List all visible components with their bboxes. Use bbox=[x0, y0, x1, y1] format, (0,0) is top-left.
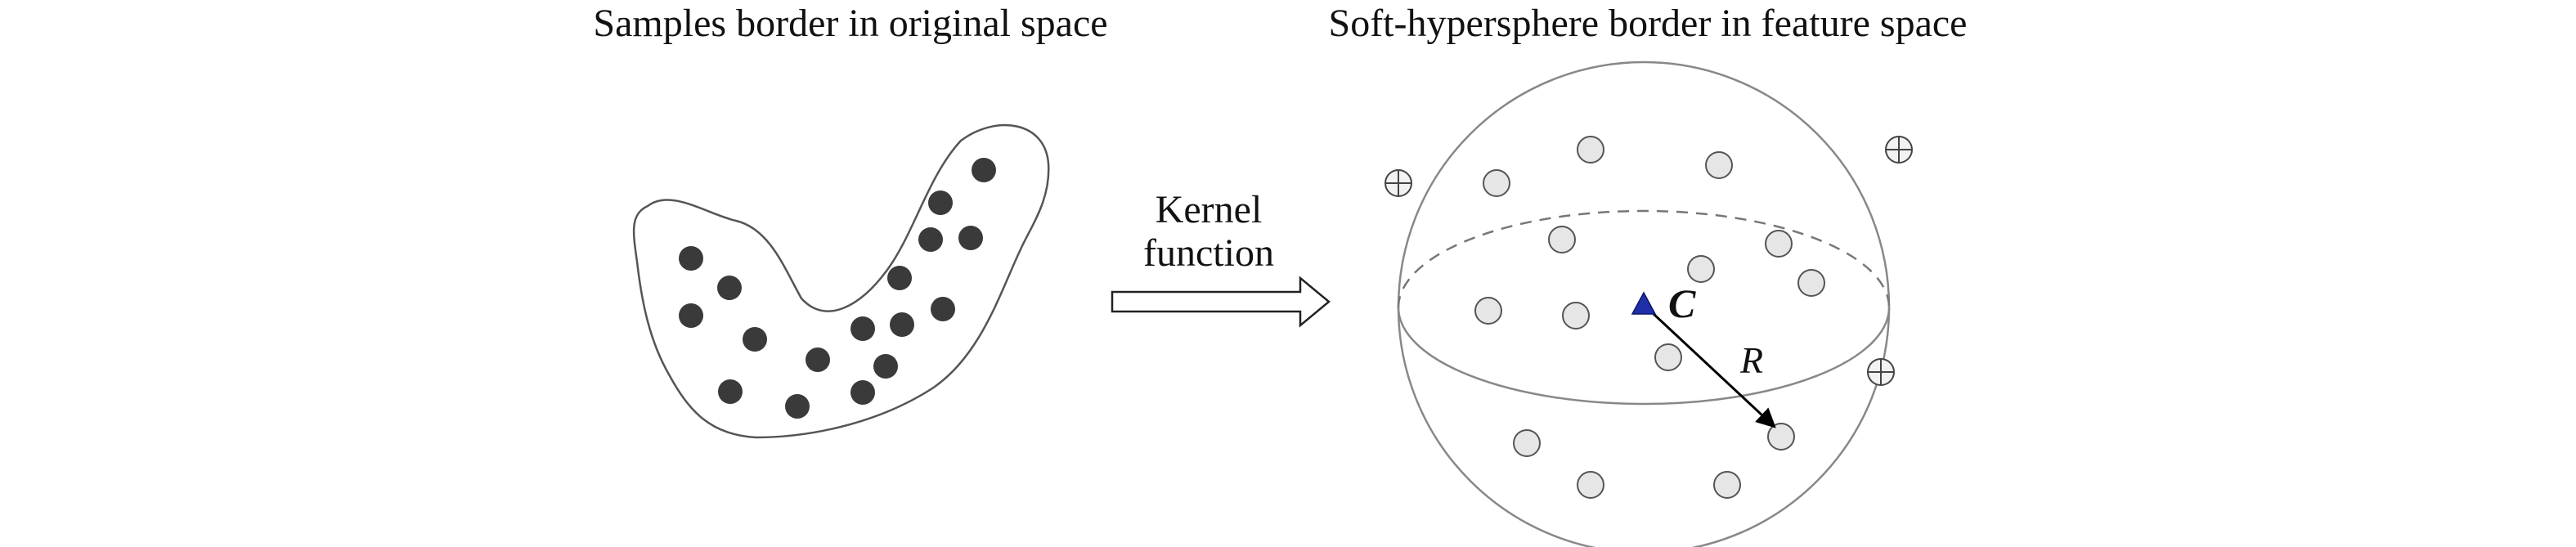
mapped-sample-dot bbox=[1577, 136, 1604, 164]
sample-dot bbox=[717, 276, 742, 300]
sample-dots bbox=[679, 158, 996, 419]
sample-dot bbox=[850, 380, 875, 405]
radius-label: R bbox=[1739, 339, 1763, 381]
sample-dot bbox=[679, 246, 703, 271]
mapped-sample-dot bbox=[1654, 343, 1682, 371]
kernel-label-line2: function bbox=[1143, 231, 1274, 275]
sample-dot bbox=[918, 227, 943, 252]
mapped-sample-dot bbox=[1713, 471, 1741, 499]
mapped-sample-dot bbox=[1474, 297, 1502, 325]
mapped-sample-dot bbox=[1767, 423, 1795, 451]
center-label: C bbox=[1668, 280, 1696, 326]
mapped-sample-dot bbox=[1513, 429, 1541, 457]
mapped-sample-dot bbox=[1562, 302, 1590, 330]
kernel-label-line1: Kernel bbox=[1156, 188, 1263, 231]
sample-border-blob bbox=[632, 123, 1050, 439]
sample-dot bbox=[931, 297, 955, 321]
mapped-sample-dot bbox=[1577, 471, 1604, 499]
mapped-sample-dot bbox=[1797, 269, 1825, 297]
mapped-sample-dot bbox=[1548, 226, 1576, 253]
hollow-arrow-icon bbox=[1111, 276, 1331, 328]
sample-dot bbox=[928, 191, 953, 215]
sample-dot bbox=[890, 312, 914, 337]
outlier-circled-plus-icon bbox=[1867, 358, 1895, 386]
outlier-circled-plus-icon bbox=[1885, 136, 1913, 164]
sphere-equator-front bbox=[1397, 307, 1891, 406]
mapped-sample-dot bbox=[1687, 255, 1715, 283]
outlier-circled-plus-icon bbox=[1384, 169, 1412, 197]
mapped-sample-dot bbox=[1705, 151, 1733, 179]
sample-dot bbox=[873, 354, 898, 379]
sample-dot bbox=[679, 303, 703, 328]
sphere-equator-back bbox=[1397, 209, 1891, 308]
mapped-sample-dot bbox=[1765, 230, 1793, 258]
right-panel-title: Soft-hypersphere border in feature space bbox=[1329, 2, 1968, 45]
mapped-dots bbox=[1474, 136, 1825, 499]
outliers bbox=[1384, 136, 1913, 386]
sample-dot bbox=[785, 394, 810, 419]
sample-dot bbox=[958, 226, 983, 250]
radius-arrow bbox=[1652, 312, 1776, 428]
mapped-sample-dot bbox=[1483, 169, 1510, 197]
sample-dot bbox=[887, 266, 912, 290]
sample-dot bbox=[743, 327, 767, 352]
left-panel-title: Samples border in original space bbox=[593, 2, 1107, 45]
sample-dot bbox=[972, 158, 996, 182]
sample-dot bbox=[806, 347, 830, 372]
center-triangle-icon bbox=[1631, 291, 1657, 315]
sample-dot bbox=[850, 316, 875, 341]
sample-dot bbox=[718, 379, 743, 404]
